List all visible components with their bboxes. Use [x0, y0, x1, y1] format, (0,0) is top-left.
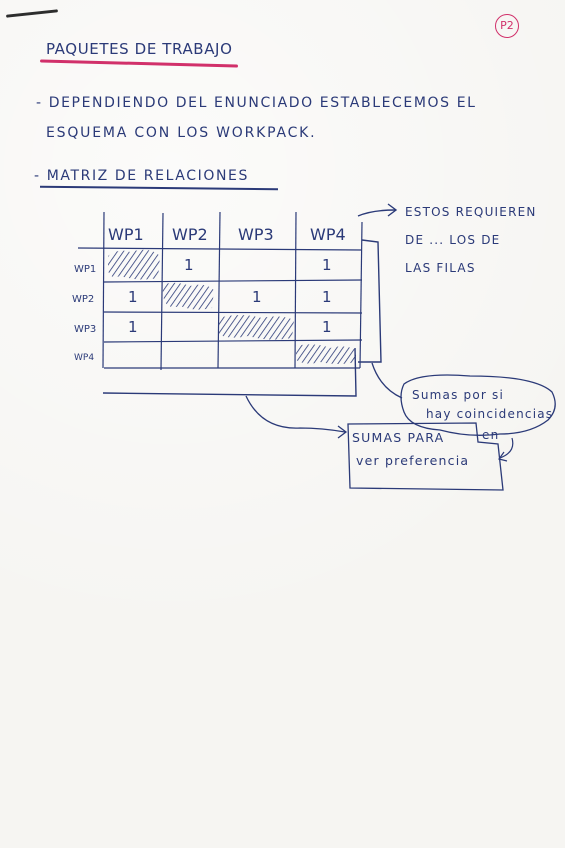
matrix-diagonal-hatching — [108, 249, 356, 364]
arrow-to-requirements-note — [357, 209, 396, 217]
bubble-tail-text: en — [482, 428, 500, 442]
cell-r3-c1: 1 — [128, 318, 138, 336]
sumas-note-line-2: ver preferencia — [356, 453, 470, 468]
diagonal-cell-wp2 — [162, 282, 214, 310]
bullet-1-line-2: ESQUEMA CON LOS WORKPACK. — [46, 125, 317, 141]
diagonal-cell-wp1 — [108, 249, 160, 280]
requirements-note-line-3: LAS FILAS — [405, 261, 476, 275]
diagonal-cell-wp3 — [218, 315, 294, 340]
page-title: PAQUETES DE TRABAJO — [46, 40, 233, 58]
arrow-head-requirements — [387, 203, 398, 217]
arrow-to-sumas-box — [245, 395, 346, 433]
requirements-note-line-1: ESTOS REQUIEREN — [405, 205, 537, 219]
bubble-note-line-1: Sumas por si — [412, 388, 505, 402]
column-header-wp2: WP2 — [172, 225, 208, 244]
row-header-wp1: WP1 — [74, 264, 96, 275]
cell-r3-c4: 1 — [322, 318, 332, 336]
requirements-note-line-2: DE ... LOS DE — [405, 233, 501, 247]
row-header-wp3: WP3 — [74, 324, 96, 335]
arrow-head-sumas — [337, 425, 348, 439]
page-number-badge: P2 — [495, 14, 519, 38]
column-header-wp4: WP4 — [310, 225, 346, 244]
requirements-note: ESTOS REQUIEREN DE ... LOS DE LAS FILAS — [405, 198, 537, 282]
diagonal-cell-wp4 — [296, 344, 356, 364]
bullet-2-heading: - MATRIZ DE RELACIONES — [34, 168, 249, 184]
cell-r2-c3: 1 — [252, 288, 262, 306]
sumas-note: SUMAS PARA ver preferencia — [352, 426, 469, 472]
bubble-tail-arrow — [499, 437, 514, 459]
arrow-to-bubble — [371, 362, 403, 399]
matrix-grid — [77, 211, 363, 371]
column-header-wp3: WP3 — [238, 225, 274, 244]
bubble-outline — [400, 374, 556, 436]
sumas-box-outline — [347, 422, 504, 491]
row-header-wp4: WP4 — [74, 353, 94, 363]
cell-r1-c2: 1 — [184, 256, 194, 274]
matrix-sum-frame — [102, 239, 382, 397]
cell-r2-c4: 1 — [322, 288, 332, 306]
cell-r1-c4: 1 — [322, 256, 332, 274]
column-header-wp1: WP1 — [108, 225, 144, 244]
sumas-note-line-1: SUMAS PARA — [352, 430, 445, 445]
bubble-note: Sumas por si hay coincidencias — [412, 386, 553, 424]
bullet-1-line-1: - DEPENDIENDO DEL ENUNCIADO ESTABLECEMOS… — [36, 95, 477, 111]
row-header-wp2: WP2 — [72, 294, 94, 305]
cell-r2-c1: 1 — [128, 288, 138, 306]
bubble-note-line-2: hay coincidencias — [426, 407, 554, 421]
